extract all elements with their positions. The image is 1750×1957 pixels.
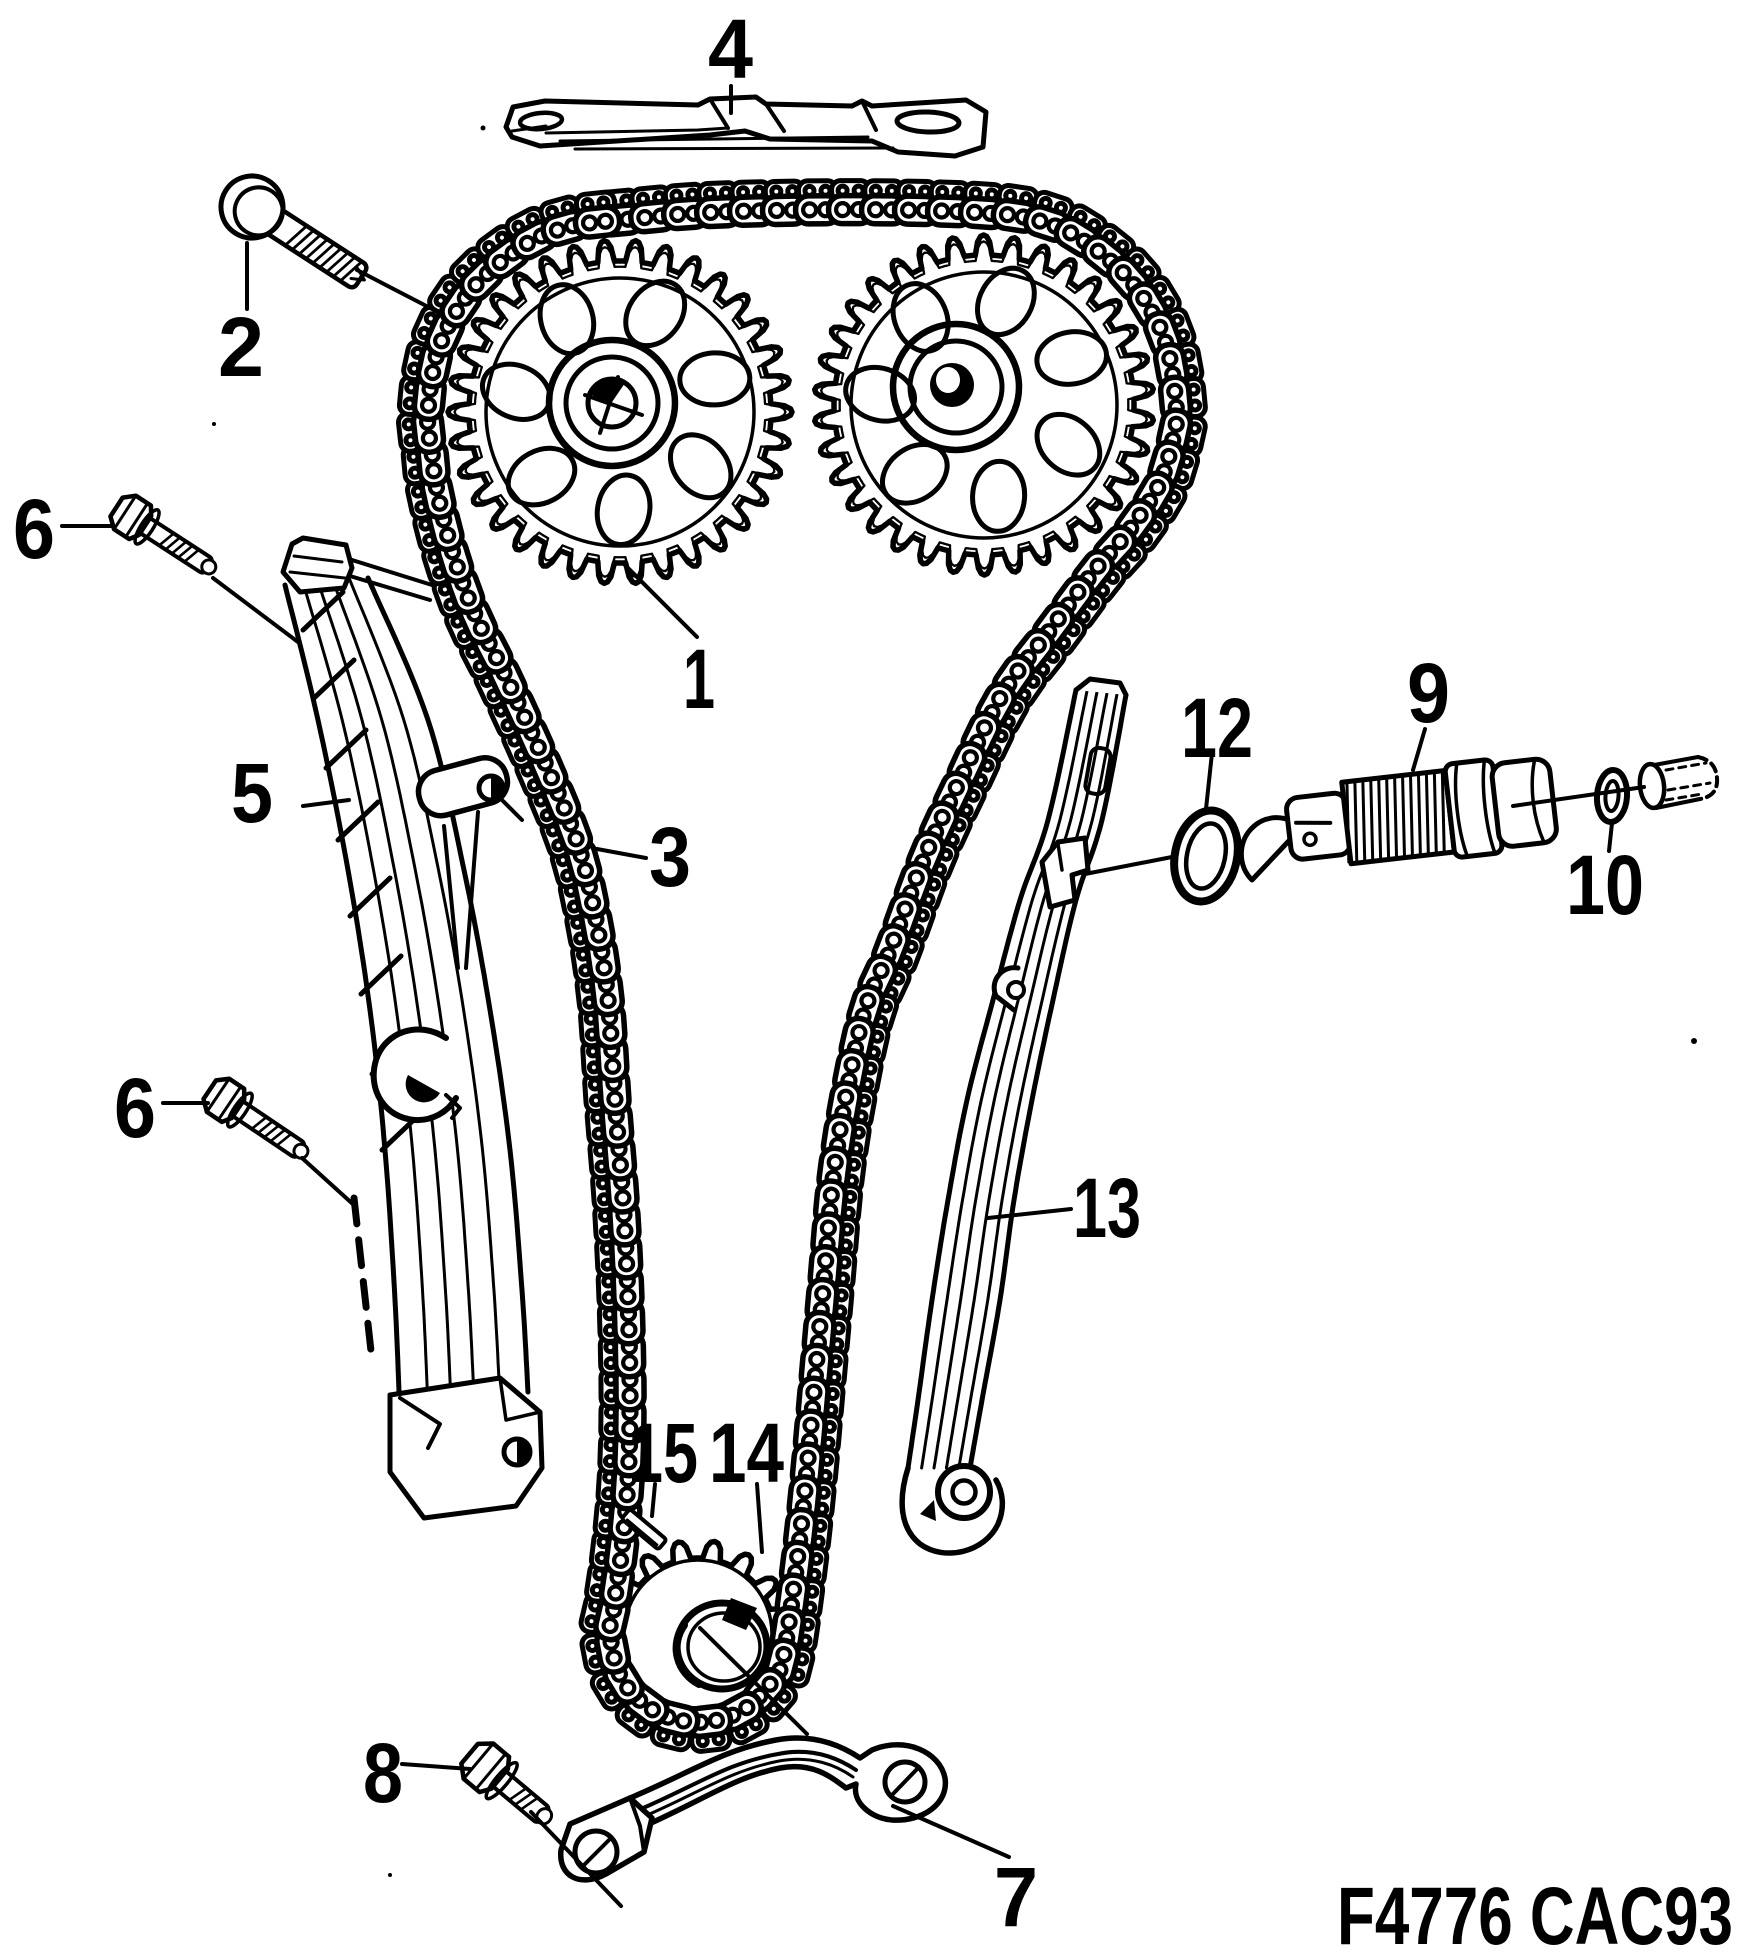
svg-text:9: 9: [1407, 646, 1450, 740]
svg-text:7: 7: [994, 1850, 1038, 1944]
svg-text:14: 14: [709, 1406, 784, 1500]
svg-text:6: 6: [114, 1061, 156, 1155]
svg-text:3: 3: [649, 810, 691, 904]
svg-text:1: 1: [683, 632, 715, 726]
svg-text:2: 2: [218, 300, 264, 394]
svg-text:F4776 CAC93: F4776 CAC93: [1337, 1871, 1733, 1957]
svg-text:13: 13: [1073, 1161, 1141, 1255]
svg-text:10: 10: [1566, 838, 1644, 932]
svg-text:6: 6: [13, 482, 55, 576]
svg-text:4: 4: [708, 2, 753, 96]
svg-text:8: 8: [363, 1726, 403, 1820]
svg-text:12: 12: [1181, 681, 1253, 775]
svg-text:15: 15: [628, 1406, 698, 1500]
svg-text:5: 5: [231, 746, 273, 840]
